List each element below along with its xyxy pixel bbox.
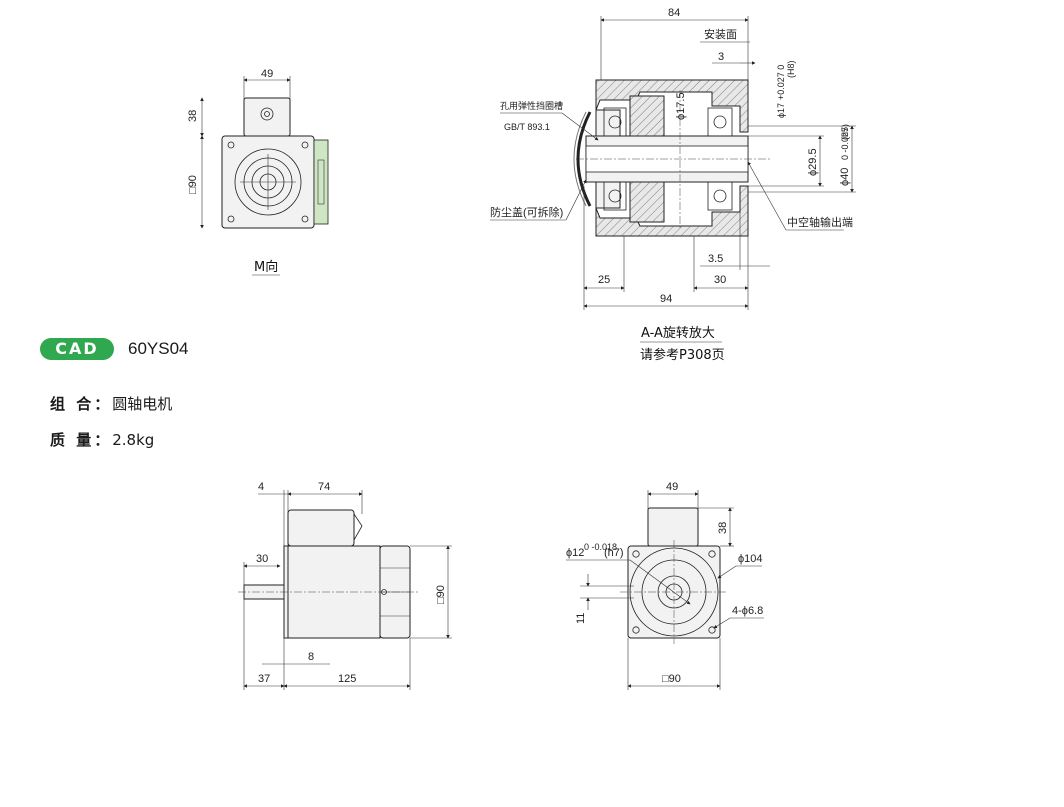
model-number: 60YS04: [128, 339, 189, 358]
sec-dim-bore: ϕ17: [776, 103, 786, 118]
sec-standard-label: GB/T 893.1: [504, 122, 550, 132]
m-dim-square: □90: [187, 175, 199, 194]
sec-dim-shaft: ϕ29.5: [807, 148, 819, 176]
front-dim-shaft-tol: 0 -0.018: [584, 542, 617, 552]
side-dim-terminal-len: 74: [318, 481, 330, 493]
m-view: 49 38 □90 M向: [187, 68, 329, 276]
side-dim-body-len: 125: [338, 673, 356, 685]
sec-dim-hub: ϕ17.5: [675, 92, 687, 120]
spec-combination: 组 合：圆轴电机: [50, 393, 172, 414]
front-dim-pcd: ϕ104: [738, 553, 763, 565]
sec-dim-pilot: ϕ40: [839, 168, 851, 186]
sec-install-label: 安装面: [704, 27, 737, 41]
sec-dim-left: 25: [598, 274, 610, 286]
m-view-caption: M向: [254, 259, 278, 275]
spec-weight-key: 质 量：: [50, 431, 113, 449]
front-dim-square: □90: [662, 673, 681, 685]
sec-dim-overall: 84: [668, 7, 680, 19]
sec-dim-gap: 3.5: [708, 253, 723, 265]
sec-dim-pilot-tol: 0 -0.025: [840, 127, 850, 160]
front-dim-key: 11: [575, 613, 587, 624]
cad-badge[interactable]: CAD: [40, 338, 114, 360]
side-dim-flange: 4: [258, 481, 264, 493]
spec-weight: 质 量：2.8kg: [50, 429, 154, 450]
side-dim-shaft-total: 37: [258, 673, 270, 685]
sec-cover-label: 防尘盖(可拆除): [490, 205, 563, 219]
front-dim-shaft: ϕ12: [566, 547, 584, 559]
front-dim-holes: 4-ϕ6.8: [732, 605, 763, 617]
sec-dim-pilot-fit: (h7): [840, 124, 850, 140]
front-view: 49 38 ϕ12 0 -0.018 (h7) ϕ104 4-ϕ6.8 11: [566, 481, 764, 690]
sec-dim-bore-fit: (H8): [786, 60, 796, 78]
sec-dim-total: 94: [660, 293, 672, 305]
side-view: 4 74 30 □90 8 37 125: [238, 481, 452, 690]
sec-dim-step: 3: [718, 51, 724, 63]
sec-dim-right: 30: [714, 274, 726, 286]
side-dim-shaft-len: 30: [256, 553, 268, 565]
sec-caption-1: A-A旋转放大: [641, 326, 715, 341]
side-dim-square: □90: [435, 585, 447, 604]
spec-combination-key: 组 合：: [50, 395, 113, 413]
front-dim-shaft-fit: (h7): [604, 547, 624, 559]
front-dim-top: 49: [666, 481, 678, 493]
section-view: 84 安装面 3 ϕ17 +0.027 0 (H8) ϕ29.5 ϕ40 0 -…: [490, 7, 856, 363]
spec-combination-value: 圆轴电机: [112, 395, 173, 413]
front-dim-terminal: 38: [717, 522, 729, 534]
side-dim-step: 8: [308, 651, 314, 663]
sec-circlip-label: 孔用弹性挡圈槽: [500, 100, 563, 111]
m-dim-terminal: 38: [187, 110, 199, 122]
sec-output-label: 中空轴输出端: [787, 215, 853, 229]
m-dim-top: 49: [261, 68, 273, 80]
sec-dim-bore-tol: +0.027 0: [776, 65, 786, 100]
spec-weight-value: 2.8kg: [112, 431, 155, 449]
sec-caption-2: 请参考P308页: [640, 347, 725, 363]
